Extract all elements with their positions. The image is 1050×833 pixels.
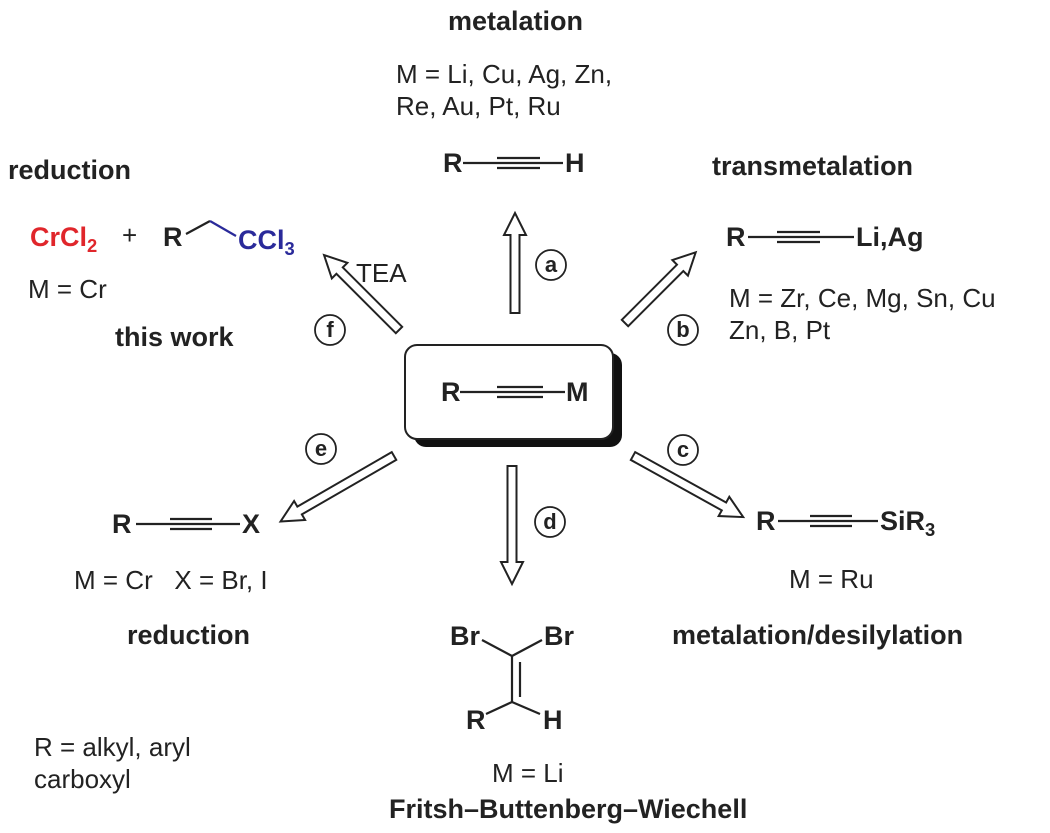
desilylation-r-label: R: [756, 506, 776, 536]
arrow-a: [502, 210, 528, 314]
arrow-f: [322, 253, 404, 335]
fbw-r-label: R: [466, 705, 486, 735]
trichloroethyl-bond-blue: [209, 220, 237, 237]
metalation-title: metalation: [448, 6, 584, 36]
label-circle-c: [667, 434, 699, 466]
haloalkyne-r-label: R: [112, 509, 132, 539]
transmetalation-title: transmetalation: [712, 151, 914, 181]
bromine-right-label: Br: [544, 621, 575, 651]
arrow-b: [620, 250, 698, 328]
desilylation-title: metalation/desilylation: [672, 620, 964, 650]
metalation-metals-line1: M = Li, Cu, Ag, Zn,: [396, 59, 613, 89]
dibromoalkene-bonds: [481, 639, 543, 716]
this-work-note: this work: [115, 322, 234, 352]
chromium-dichloride-label: CrCl2: [30, 222, 98, 256]
desilylation-metals: M = Ru: [789, 564, 874, 594]
label-a: a: [544, 252, 558, 277]
haloalkyne-metals: M = Cr X = Br, I: [74, 565, 268, 595]
transmetalation-metals-line2: Zn, B, Pt: [729, 315, 831, 345]
label-circle-b: [667, 314, 699, 346]
center-m-label: M: [566, 377, 589, 407]
fbw-metals: M = Li: [492, 758, 564, 788]
metalation-metals-line2: Re, Au, Pt, Ru: [396, 91, 561, 121]
bromine-left-label: Br: [450, 621, 481, 651]
fbw-title: Fritsh–Buttenberg–Wiechell: [389, 794, 748, 824]
this-work-metals: M = Cr: [28, 274, 107, 304]
substituent-footnote-line2: carboxyl: [34, 764, 131, 794]
center-alkyne-bond: [460, 385, 565, 399]
trichloromethyl-label: CCl3: [238, 225, 295, 259]
label-d: d: [543, 509, 557, 534]
label-circle-d: [534, 506, 566, 538]
metalation-h-label: H: [565, 148, 585, 178]
haloalkyne-x-label: X: [242, 509, 261, 539]
metalation-r-label: R: [443, 148, 463, 178]
plus-sign: +: [122, 220, 138, 250]
alkyne-bond-c: [778, 514, 878, 528]
label-circle-f: [314, 314, 346, 346]
arrow-e: [278, 450, 398, 523]
alkyne-bond-a: [463, 156, 563, 170]
label-f: f: [326, 317, 334, 342]
this-work-reduction-title: reduction: [8, 155, 132, 185]
fbw-h-label: H: [543, 705, 563, 735]
trichloroethyl-bonds: [185, 220, 211, 235]
alkyne-bond-e: [136, 517, 240, 531]
label-e: e: [314, 436, 328, 461]
this-work-r-label: R: [163, 222, 183, 252]
haloalkyne-reduction-title: reduction: [127, 620, 251, 650]
transmetalation-metals-line1: M = Zr, Ce, Mg, Sn, Cu: [729, 283, 996, 313]
label-circle-e: [305, 433, 337, 465]
center-r-label: R: [441, 377, 461, 407]
transmetalation-r-label: R: [726, 222, 746, 252]
arrow-d: [499, 465, 525, 587]
arrow-c: [629, 450, 746, 519]
label-circle-a: [535, 249, 567, 281]
substituent-footnote-line1: R = alkyl, aryl: [34, 732, 191, 762]
label-c: c: [676, 437, 690, 462]
transmetalation-li-ag-label: Li,Ag: [856, 222, 924, 252]
alkyne-bond-b: [748, 230, 854, 244]
tea-base-label: TEA: [356, 258, 407, 288]
label-b: b: [676, 317, 690, 342]
silyl-group-label: SiR3: [880, 506, 936, 540]
